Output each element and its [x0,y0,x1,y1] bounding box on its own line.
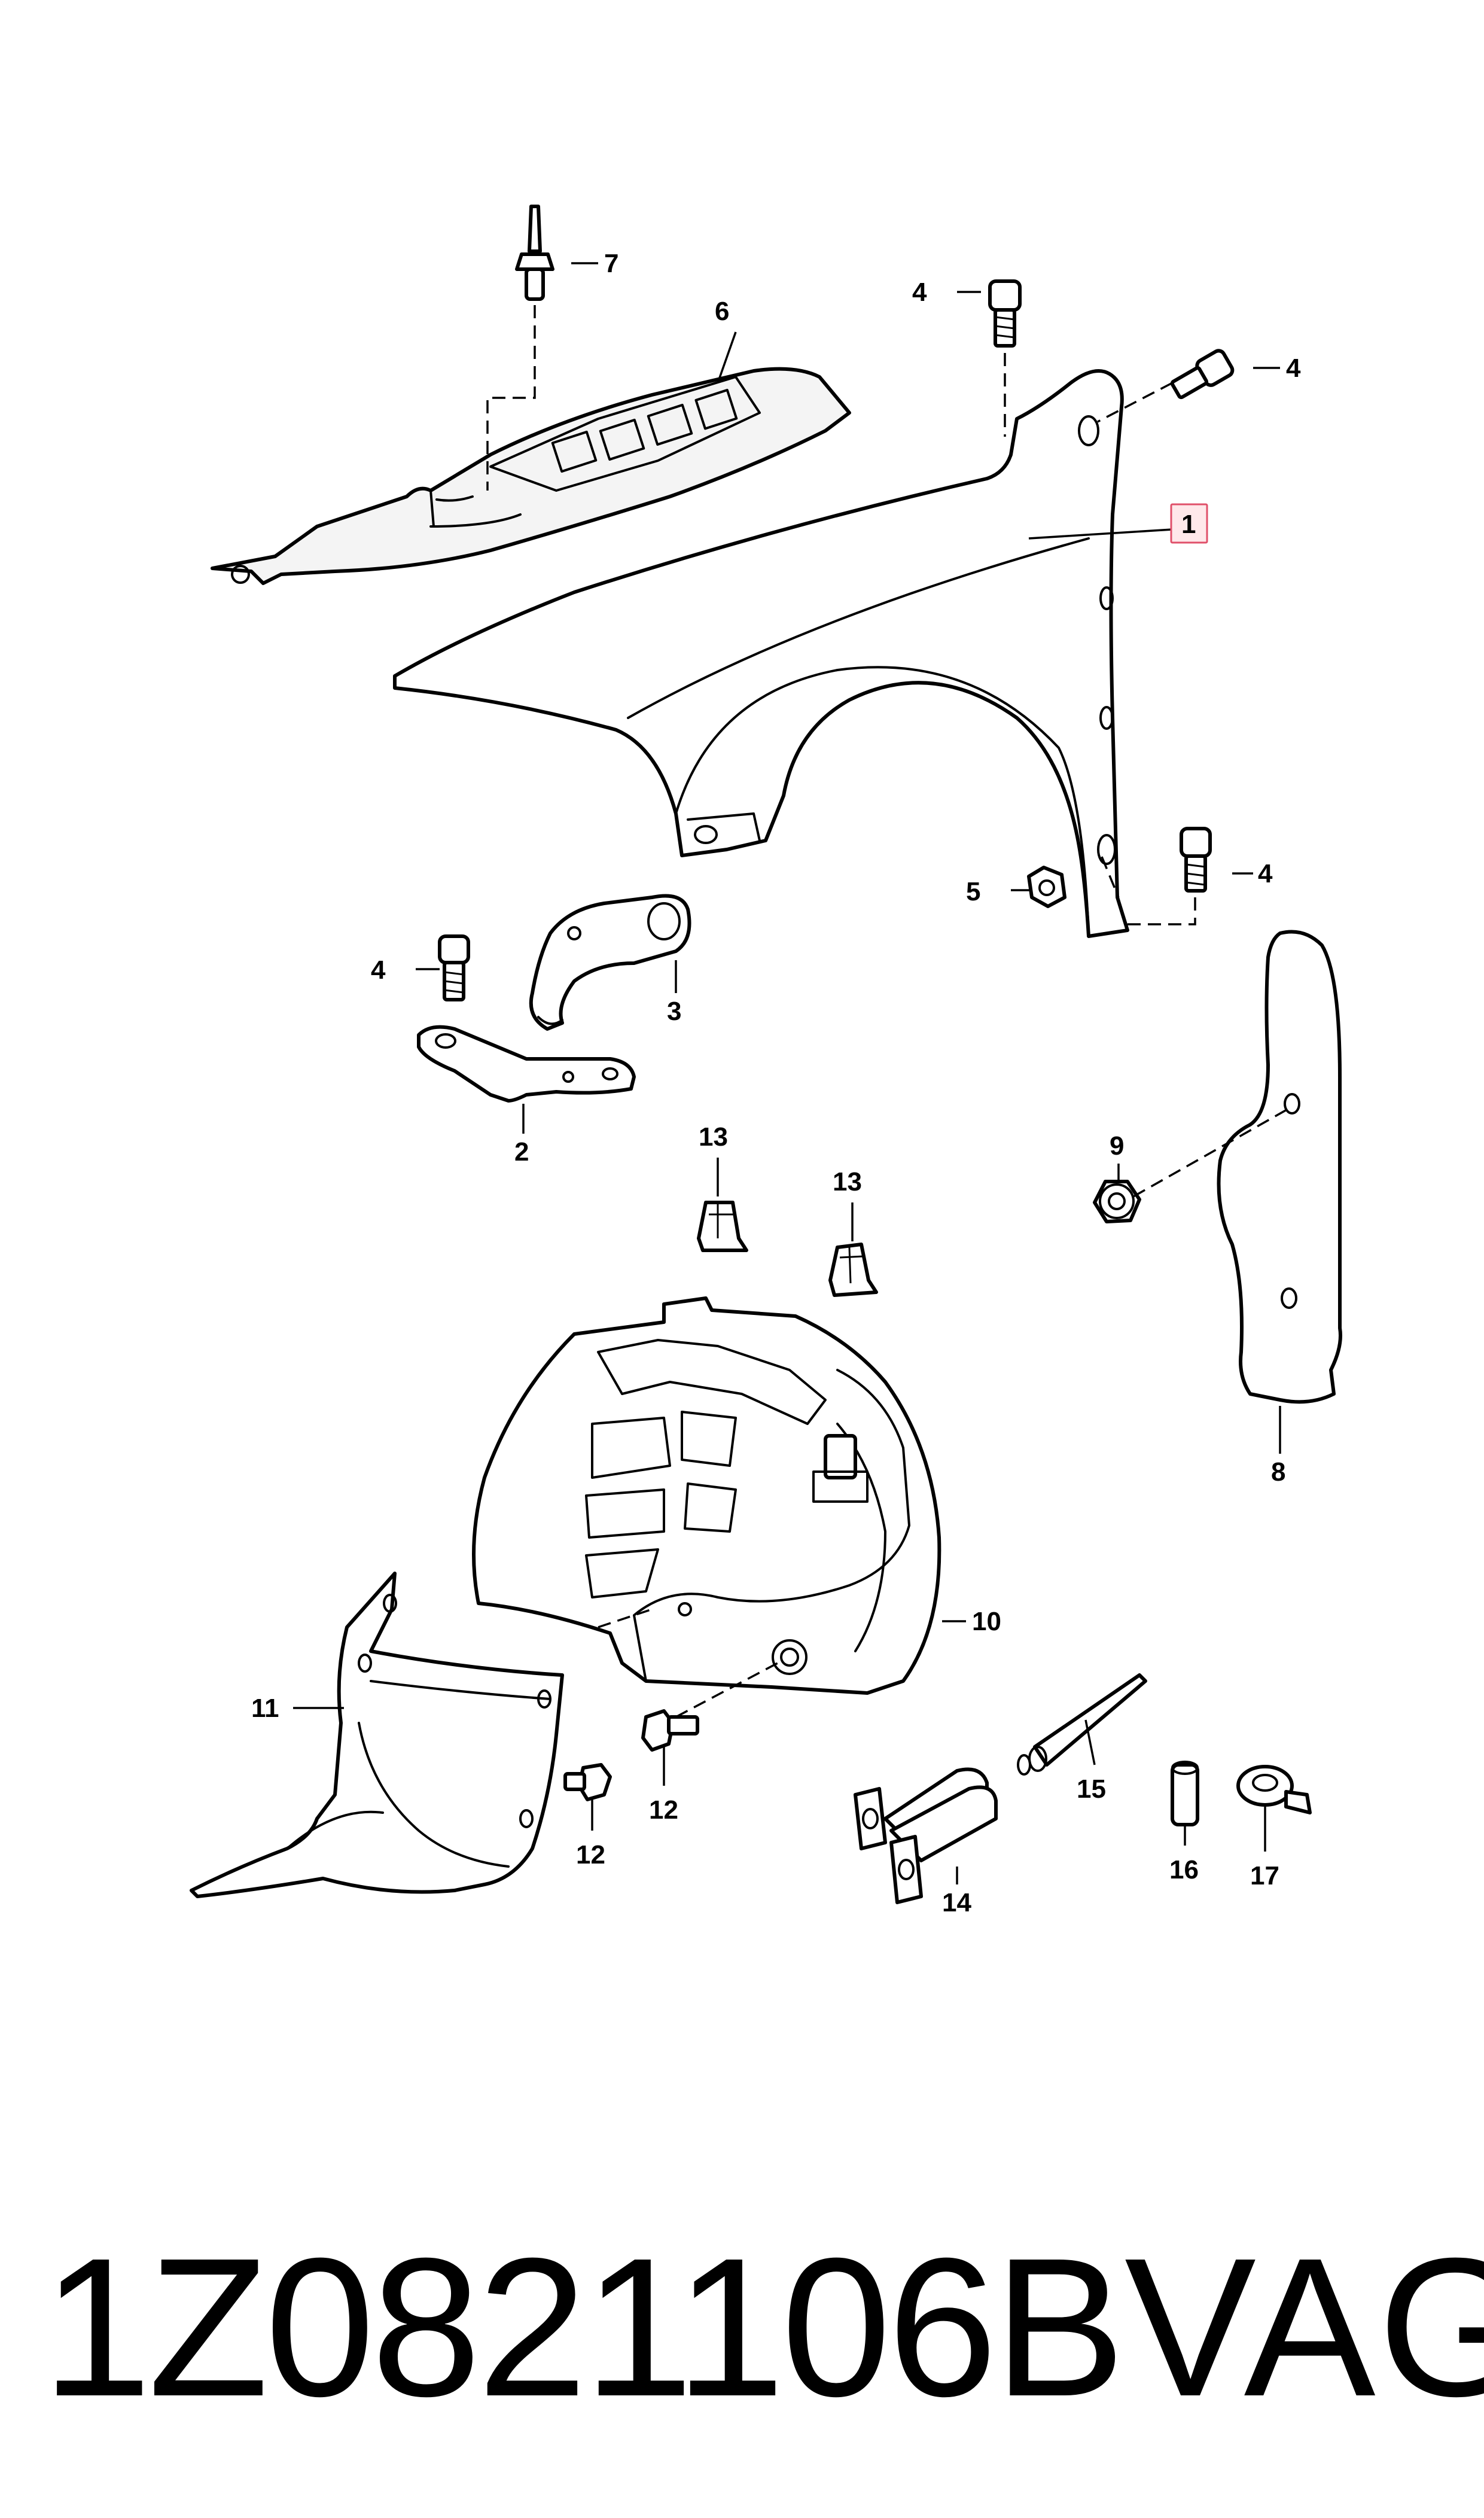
callout-16[interactable]: 16 [1169,1855,1199,1884]
bolt-right-bottom-part[interactable] [1180,827,1212,893]
callout-4-right-bottom[interactable]: 4 [1258,859,1273,888]
rivet-screw-part[interactable] [515,205,554,301]
callout-5[interactable]: 5 [966,877,980,906]
callout-3[interactable]: 3 [667,997,681,1026]
flange-nut-part[interactable] [1093,1180,1141,1223]
front-fender-part[interactable] [393,369,1129,938]
callout-4-top[interactable]: 4 [912,278,927,307]
bracket-plate-part[interactable] [417,1025,636,1103]
callout-12-right[interactable]: 12 [649,1795,678,1825]
brand-text: VAG [1125,2216,1484,2437]
callout-1-highlight [1170,503,1208,544]
part-number-text: 1Z0821106B [42,2216,1125,2437]
rod-pin-part[interactable] [1017,1673,1147,1776]
sealing-panel-part[interactable] [1217,930,1342,1404]
bolt-left-part[interactable] [438,934,470,1001]
callout-13-left[interactable]: 13 [699,1122,728,1152]
cylinder-plug-part[interactable] [1171,1761,1199,1826]
callout-12-left[interactable]: 12 [576,1840,605,1870]
callout-1[interactable]: 1 [1181,510,1196,539]
callout-15[interactable]: 15 [1077,1774,1106,1804]
front-liner-section-part[interactable] [190,1572,564,1898]
callout-13-right[interactable]: 13 [833,1167,862,1196]
callout-10[interactable]: 10 [972,1607,1001,1636]
hinge-bracket-part[interactable] [529,894,691,1031]
callout-14[interactable]: 14 [942,1888,971,1917]
tape-roll-part[interactable] [1236,1765,1312,1814]
callout-7[interactable]: 7 [604,249,618,278]
callout-8[interactable]: 8 [1271,1457,1285,1487]
callout-4-left[interactable]: 4 [371,955,386,985]
flange-screw-right-part[interactable] [641,1709,699,1752]
leader-lines [293,262,1293,1884]
callout-2[interactable]: 2 [514,1137,529,1167]
exploded-parts-diagram: 1 7 6 4 4 4 5 4 3 2 13 13 9 8 10 11 12 1… [190,205,1342,1917]
callout-4-right-top[interactable]: 4 [1286,354,1301,383]
callout-labels: 1 7 6 4 4 4 5 4 3 2 13 13 9 8 10 11 12 1… [251,249,1301,1917]
callout-6[interactable]: 6 [715,297,729,326]
callout-11[interactable]: 11 [251,1694,279,1723]
wheel-housing-liner-part[interactable] [472,1296,941,1695]
flange-screw-left-part[interactable] [563,1763,612,1801]
double-clip-part[interactable] [854,1767,998,1904]
mounting-bracket-part[interactable] [211,367,851,585]
bolt-right-top-part[interactable] [1169,349,1235,403]
clip-nut-right-part[interactable] [828,1243,878,1297]
clip-nut-left-part[interactable] [697,1201,748,1252]
callout-17[interactable]: 17 [1250,1861,1279,1890]
part-footer: 1Z0821106B VAG [0,2213,1484,2441]
callout-9[interactable]: 9 [1110,1131,1124,1161]
bolt-top-part[interactable] [988,279,1022,348]
hex-nut-part[interactable] [1027,866,1066,908]
